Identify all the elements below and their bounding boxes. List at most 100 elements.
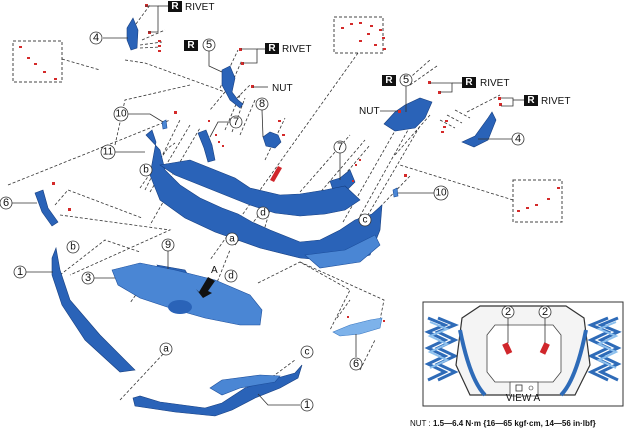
callout-3: 3 — [81, 271, 95, 285]
nut-label-top: NUT — [272, 83, 293, 94]
callout-6: 6 — [0, 196, 13, 210]
reference-b-lower: b — [66, 240, 80, 254]
callout-8: 8 — [255, 97, 269, 111]
view-a-clip-left — [502, 342, 513, 355]
callout-5: 5 — [202, 38, 216, 52]
red-clip — [270, 166, 282, 182]
rivet-label-top-left: R RIVET — [168, 1, 214, 13]
svg-text:c: c — [363, 215, 368, 226]
callout-10-right: 10 — [433, 185, 449, 201]
part-8-bracket — [262, 131, 282, 149]
reference-a-upper: a — [225, 232, 239, 246]
svg-text:7: 7 — [337, 141, 343, 153]
bumper-highlight — [304, 234, 381, 269]
reference-c-upper: c — [358, 213, 372, 227]
part-6-side-left — [34, 189, 59, 227]
part-3-grille — [111, 262, 263, 326]
rivet-label-top-center: R RIVET — [265, 43, 311, 55]
part-7-bracket-left — [197, 129, 216, 163]
callout-2-right: 2 — [538, 305, 552, 319]
callout-2-left: 2 — [501, 305, 515, 319]
svg-text:8: 8 — [259, 98, 265, 110]
svg-text:R: R — [268, 43, 276, 54]
svg-text:RIVET: RIVET — [282, 44, 311, 55]
dashed-leader — [399, 164, 514, 201]
lip-highlight — [209, 374, 281, 396]
fastener-group-right — [517, 187, 560, 212]
callout-1: 1 — [13, 265, 27, 279]
view-a-caption: VIEW A — [506, 393, 541, 404]
part-5-bracket-right — [383, 97, 433, 132]
view-arrow-label: A — [211, 265, 218, 276]
svg-text:RIVET: RIVET — [480, 78, 509, 89]
svg-text:5: 5 — [403, 74, 409, 86]
svg-text:7: 7 — [233, 116, 239, 128]
nut-label-right: NUT — [359, 106, 380, 117]
svg-text:a: a — [163, 344, 169, 355]
svg-text:2: 2 — [505, 306, 511, 318]
svg-text:RIVET: RIVET — [185, 2, 214, 13]
reference-b-upper: b — [139, 163, 153, 177]
part-1-lip-lower — [132, 364, 303, 417]
svg-text:a: a — [229, 234, 235, 245]
rivet-label-right-center: R RIVET — [462, 77, 509, 89]
svg-text:6: 6 — [3, 197, 9, 209]
fastener-group-top — [341, 22, 386, 50]
callout-5-right: 5 — [399, 73, 413, 87]
reference-d-lower: d — [224, 269, 238, 283]
svg-text:R: R — [187, 40, 195, 51]
view-a-clip-right — [539, 342, 550, 355]
reference-a-lower: a — [159, 342, 173, 356]
callout-1-lower: 1 — [300, 398, 314, 412]
svg-text:10: 10 — [435, 188, 447, 199]
part-5-bracket-left — [221, 65, 244, 109]
view-a-arrow — [196, 277, 215, 298]
part-10-clip-right — [392, 187, 399, 198]
svg-text:R: R — [385, 75, 393, 86]
callout-4-right: 4 — [511, 132, 525, 146]
callout-9: 9 — [161, 238, 175, 252]
torque-prefix: NUT : — [410, 419, 433, 428]
reference-c-lower: c — [300, 345, 314, 359]
fastener-detail-box-right — [512, 179, 563, 223]
svg-text:3: 3 — [85, 272, 91, 284]
callout-7-right: 7 — [333, 140, 347, 154]
svg-text:9: 9 — [165, 239, 171, 251]
rivet-label-5-right: R — [382, 75, 396, 86]
part-4-bracket-left — [126, 17, 139, 51]
callout-11: 11 — [100, 144, 116, 160]
svg-text:d: d — [260, 208, 266, 219]
svg-text:R: R — [171, 1, 179, 12]
svg-text:c: c — [305, 347, 310, 358]
part-4-bracket-right — [461, 111, 497, 148]
fastener-detail-box-top — [333, 16, 384, 54]
callout-4: 4 — [89, 31, 103, 45]
rivet-label-far-right: R RIVET — [524, 95, 570, 107]
svg-text:1: 1 — [304, 399, 310, 411]
svg-text:2: 2 — [542, 306, 548, 318]
grille-emblem-mount — [168, 300, 192, 314]
callout-7: 7 — [229, 115, 243, 129]
svg-text:R: R — [465, 77, 473, 88]
callout-10: 10 — [113, 106, 129, 122]
part-1-lip-left — [51, 246, 136, 373]
svg-text:6: 6 — [353, 358, 359, 370]
svg-text:R: R — [527, 95, 535, 106]
svg-text:RIVET: RIVET — [541, 96, 570, 107]
fastener-group-left — [19, 46, 57, 80]
torque-spec: NUT : 1.5—6.4 N·m {16—65 kgf·cm, 14—56 i… — [410, 419, 596, 428]
callout-6-lower: 6 — [349, 357, 363, 371]
svg-text:4: 4 — [515, 133, 521, 145]
part-11-bumper-frame — [159, 159, 361, 217]
svg-text:d: d — [228, 271, 234, 282]
reference-d-upper: d — [256, 206, 270, 220]
svg-text:11: 11 — [103, 147, 114, 158]
part-10-clip-left — [161, 119, 168, 130]
svg-text:b: b — [143, 165, 149, 176]
dashed-leader — [61, 58, 101, 71]
svg-text:b: b — [70, 242, 76, 253]
view-a-inset — [422, 301, 624, 407]
part-6-lower-right — [332, 317, 383, 337]
svg-text:1: 1 — [17, 266, 23, 278]
